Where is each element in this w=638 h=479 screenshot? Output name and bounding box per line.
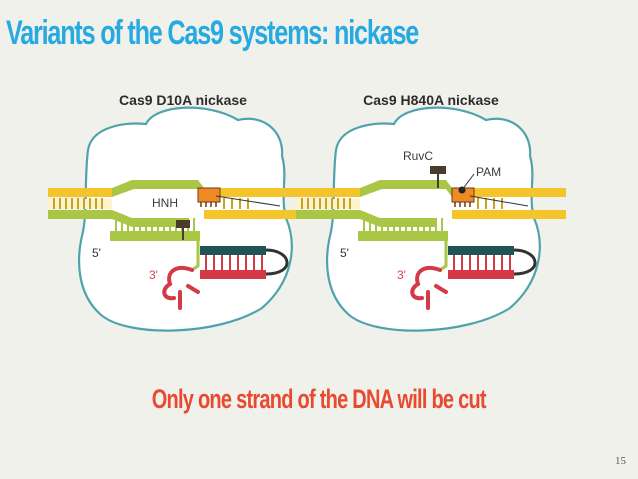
- pam-label: PAM: [476, 165, 502, 179]
- panel-title: Cas9 D10A nickase: [119, 92, 247, 108]
- three-prime-label: 3': [149, 268, 158, 282]
- five-prime-label: 5': [92, 246, 101, 260]
- caption-text: Only one strand of the DNA will be cut: [151, 384, 487, 414]
- panel-d10a: Cas9 D10A nickase HNH 5' 3': [48, 86, 318, 342]
- panel-h840a: Cas9 H840A nickase RuvC PAM 5' 3': [296, 86, 566, 342]
- hnh-domain-marker: [176, 220, 190, 240]
- five-prime-label: 5': [340, 246, 349, 260]
- cas9-h840a-diagram: [296, 106, 566, 332]
- dna-duplex-top: [48, 180, 318, 227]
- panel-title: Cas9 H840A nickase: [363, 92, 499, 108]
- slide-title: Variants of the Cas9 systems: nickase: [6, 14, 419, 52]
- guide-rna-target-strand: [358, 218, 537, 310]
- hnh-label: HNH: [152, 196, 178, 210]
- caption: Only one strand of the DNA will be cut: [0, 384, 638, 415]
- page-number: 15: [615, 455, 626, 467]
- three-prime-label: 3': [397, 268, 406, 282]
- ruvc-domain-marker: [430, 166, 446, 188]
- ruvc-label: RuvC: [403, 149, 434, 163]
- cas9-d10a-diagram: [48, 106, 318, 332]
